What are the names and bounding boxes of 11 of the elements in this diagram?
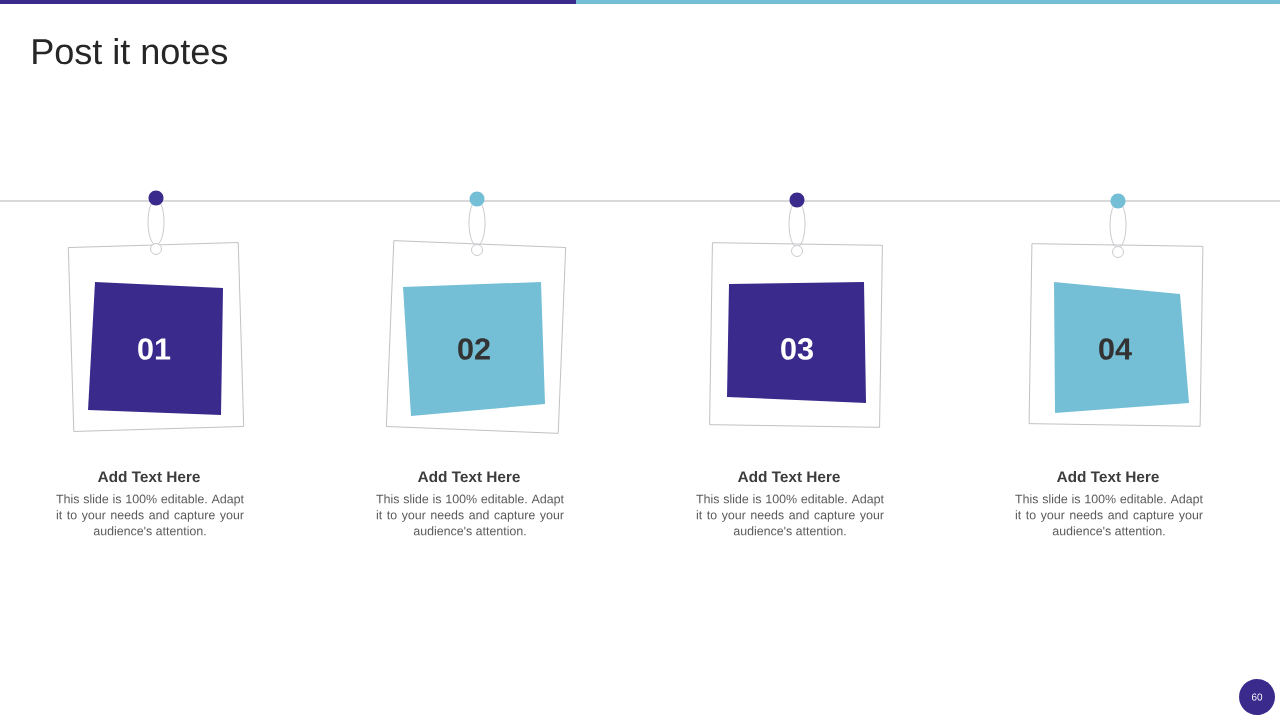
note-square: 03 xyxy=(727,282,866,403)
page-number: 60 xyxy=(1239,679,1275,715)
caption-text: This slide is 100% editable. Adapt it to your needs and capture your audience's attention. xyxy=(376,494,564,536)
caption-heading: Add Text Here xyxy=(738,470,840,483)
caption-text: This slide is 100% editable. Adapt it to your needs and capture your audience's attention. xyxy=(696,494,884,536)
caption-heading: Add Text Here xyxy=(1057,470,1159,483)
caption-heading: Add Text Here xyxy=(98,470,200,483)
title: Post it notes xyxy=(33,37,228,65)
caption-text: This slide is 100% editable. Adapt it to your needs and capture your audience's attention. xyxy=(56,494,244,536)
caption-heading: Add Text Here xyxy=(418,470,520,483)
caption-text: This slide is 100% editable. Adapt it to your needs and capture your audience's attention. xyxy=(1015,494,1203,536)
